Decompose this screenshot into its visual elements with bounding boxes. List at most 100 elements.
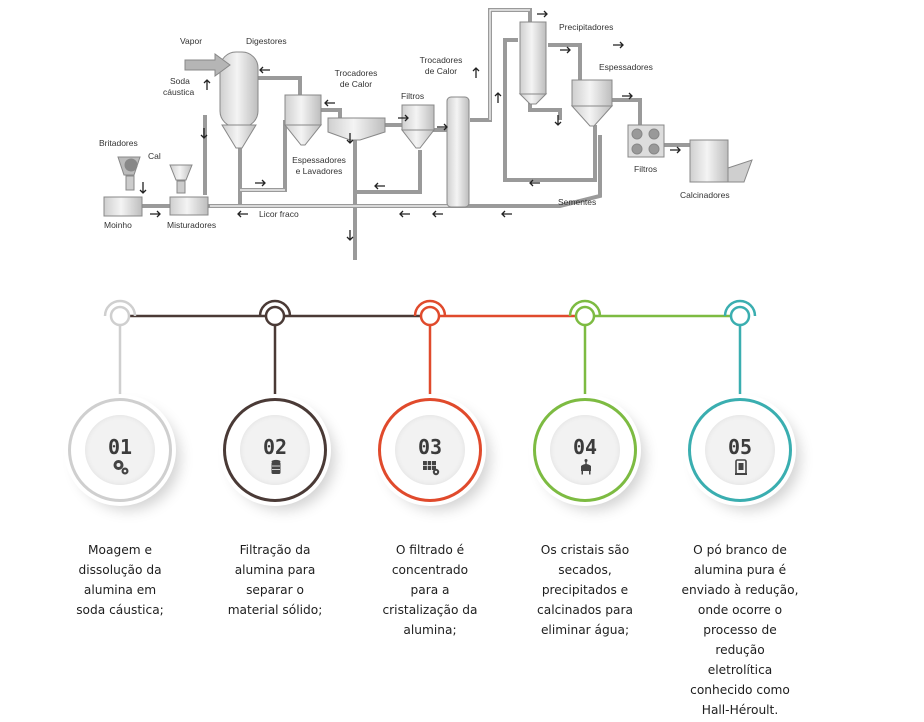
step-description-line: Filtração da <box>239 543 311 557</box>
step-circle-inner: 02 <box>240 415 310 485</box>
step-node-arc <box>413 299 447 317</box>
step-description: Moagem e dissolução da alumina em soda cáus… <box>55 540 185 620</box>
trocador-calor-2 <box>446 96 470 208</box>
step-number: 05 <box>727 435 753 459</box>
step-description-line: alumina pura é <box>693 563 787 577</box>
step-description-line: alumina em <box>83 583 157 597</box>
label-digestores: Digestores <box>246 36 287 46</box>
step-description-line: Moagem e <box>88 543 152 557</box>
step-description: Filtração da alumina para separar o materia… <box>210 540 340 620</box>
step-circle: 04 <box>533 398 637 502</box>
step-description-line: eliminar água; <box>540 623 630 637</box>
equipment <box>103 21 753 217</box>
step-description-line: eletrolítica <box>707 663 773 677</box>
step-description-line: redução <box>715 643 765 657</box>
bayer-process-diagram: Vapor Digestores Soda cáustica Trocadore… <box>99 8 753 260</box>
label-trocadores-1a: Trocadores <box>335 68 378 78</box>
step-description-line: conhecido como <box>690 683 790 697</box>
label-sementes: Sementes <box>558 197 596 207</box>
step-number: 02 <box>262 435 288 459</box>
timeline-connectors <box>103 299 757 395</box>
step-node-ring <box>419 305 441 327</box>
step-description-line: para a <box>410 583 450 597</box>
label-moinho: Moinho <box>104 220 132 230</box>
step-description-line: precipitados e <box>541 583 629 597</box>
step-node-arc <box>258 299 292 317</box>
step-description-line: cristalização da <box>382 603 478 617</box>
step-description-line: processo de <box>703 623 777 637</box>
pipes <box>140 8 690 260</box>
step-node-ring <box>264 305 286 327</box>
step-description: Os cristais são secados, precipitados e cal… <box>520 540 650 640</box>
misturadores-block <box>169 196 209 216</box>
concentrator-gear-icon <box>423 461 440 476</box>
espessador-1 <box>284 94 322 126</box>
precipitador <box>519 21 547 95</box>
step-circle-inner: 05 <box>705 415 775 485</box>
cal-hopper <box>169 164 193 181</box>
step-circle: 02 <box>223 398 327 502</box>
step-description-line: concentrado <box>391 563 469 577</box>
label-espessadores-lav-2: e Lavadores <box>296 166 343 176</box>
label-licor-fraco: Licor fraco <box>259 209 299 219</box>
label-soda-2: cáustica <box>163 87 194 97</box>
label-trocadores-2a: Trocadores <box>420 55 463 65</box>
step-circle-inner: 01 <box>85 415 155 485</box>
trocador-calor-1 <box>327 117 386 141</box>
reactor-flask-icon <box>581 459 591 475</box>
step-description-line: dissolução da <box>78 563 162 577</box>
step-node-arc <box>568 299 602 317</box>
label-trocadores-2b: de Calor <box>425 66 457 76</box>
label-precipitadores: Precipitadores <box>559 22 613 32</box>
step-description-line: O pó branco de <box>693 543 787 557</box>
step-description-line: Hall-Héroult. <box>701 703 779 717</box>
step-circle: 01 <box>68 398 172 502</box>
label-filtros-2: Filtros <box>634 164 657 174</box>
step-number: 04 <box>572 435 598 459</box>
step-node-arc <box>723 299 757 317</box>
step-circle-inner: 03 <box>395 415 465 485</box>
espessador-2 <box>571 79 613 107</box>
label-trocadores-1b: de Calor <box>340 79 372 89</box>
label-cal: Cal <box>148 151 161 161</box>
label-espessadores: Espessadores <box>599 62 653 72</box>
diagram-labels: Vapor Digestores Soda cáustica Trocadore… <box>99 22 730 230</box>
flow-arrows <box>139 10 681 241</box>
step-description-line: calcinados para <box>537 603 633 617</box>
step-node-arc <box>103 299 137 317</box>
electrolytic-cell-icon <box>735 459 747 475</box>
step-node-ring <box>574 305 596 327</box>
step-description-line: alumina; <box>403 623 457 637</box>
label-misturadores: Misturadores <box>167 220 216 230</box>
label-vapor: Vapor <box>180 36 202 46</box>
step-description: O pó branco de alumina pura é enviado à re… <box>675 540 805 720</box>
filter-cylinder-icon <box>271 459 281 474</box>
step-description-line: onde ocorre o <box>697 603 783 617</box>
step-description-line: soda cáustica; <box>76 603 164 617</box>
step-description-line: separar o <box>246 583 304 597</box>
label-espessadores-lav-1: Espessadores <box>292 155 346 165</box>
label-britadores: Britadores <box>99 138 138 148</box>
step-description-line: secados, <box>558 563 612 577</box>
calcinador <box>689 139 729 183</box>
step-description-line: Os cristais são <box>540 543 630 557</box>
step-description: O filtrado é concentrado para a cristalizaç… <box>365 540 495 640</box>
step-description-line: enviado à redução, <box>681 583 799 597</box>
pipe-highlights <box>210 9 530 207</box>
step-circle-inner: 04 <box>550 415 620 485</box>
step-description-line: O filtrado é <box>395 543 465 557</box>
label-soda-1: Soda <box>170 76 190 86</box>
label-calcinadores: Calcinadores <box>680 190 730 200</box>
moinho-block <box>103 196 143 217</box>
step-circle: 03 <box>378 398 482 502</box>
step-description-line: alumina para <box>234 563 316 577</box>
step-number: 01 <box>107 435 133 459</box>
step-node-ring <box>729 305 751 327</box>
britadores-gear <box>124 158 138 172</box>
step-description-line: material sólido; <box>227 603 323 617</box>
label-filtros-1: Filtros <box>401 91 424 101</box>
step-number: 03 <box>417 435 443 459</box>
process-steps-timeline: 01 Moagem e dissolução da alumina em soda c… <box>0 270 924 722</box>
vapor-inlet-arrow <box>184 53 231 77</box>
step-circle: 05 <box>688 398 792 502</box>
